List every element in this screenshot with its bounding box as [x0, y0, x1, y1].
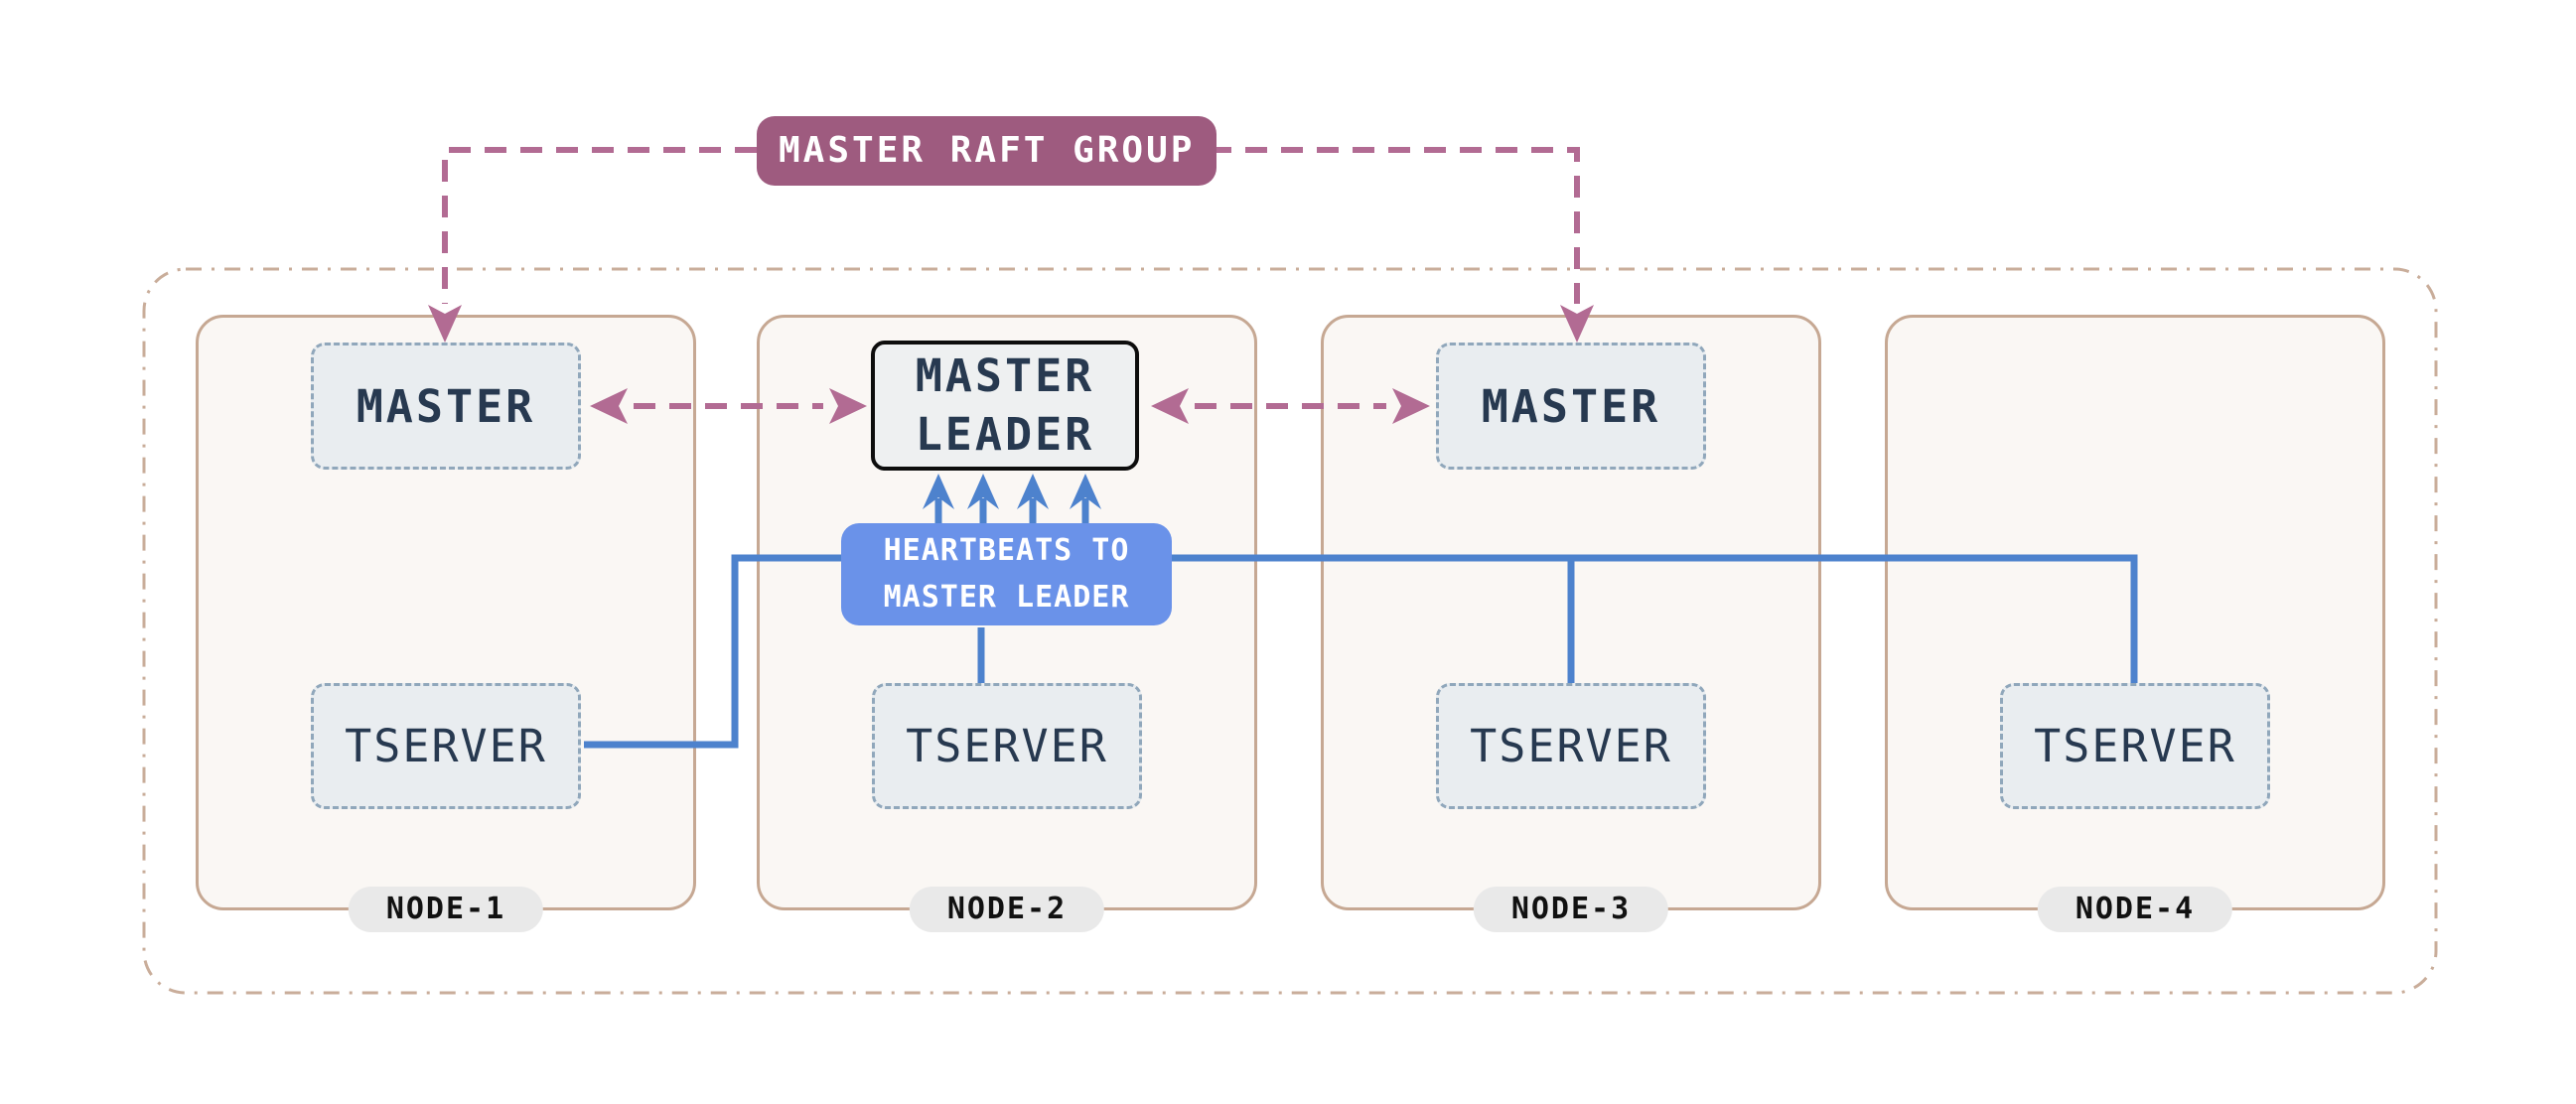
arrow-up-leader-3-icon [1017, 474, 1049, 509]
node2-tserver-label: TSERVER [906, 720, 1108, 772]
heartbeats-callout: HEARTBEATS TO MASTER LEADER [841, 523, 1172, 625]
node1-master-box: MASTER [311, 343, 581, 470]
heartbeats-label-line2: MASTER LEADER [883, 579, 1130, 615]
node-2-pill: NODE-2 [909, 887, 1105, 932]
arrow-right-into-master3-icon [1392, 388, 1430, 424]
arrow-up-leader-1-icon [923, 474, 954, 509]
arrow-up-leader-2-icon [967, 474, 999, 509]
node-2-name: NODE-2 [946, 892, 1068, 926]
master-leader-box: MASTER LEADER [871, 341, 1139, 471]
node1-master-label: MASTER [356, 379, 536, 433]
node1-tserver-label: TSERVER [345, 720, 547, 772]
node1-tserver-box: TSERVER [311, 683, 581, 809]
master-raft-group-label: MASTER RAFT GROUP [779, 130, 1196, 171]
node3-tserver-label: TSERVER [1470, 720, 1672, 772]
node3-master-label: MASTER [1481, 379, 1661, 433]
node4-tserver-box: TSERVER [2000, 683, 2270, 809]
raft-link-to-node1-line [442, 147, 757, 304]
arrow-down-node1-master-icon [428, 305, 462, 343]
node2-tserver-box: TSERVER [872, 683, 1142, 809]
arrow-down-node3-master-icon [1560, 305, 1594, 343]
master-leader-label-line2: LEADER [915, 407, 1095, 461]
node3-tserver-box: TSERVER [1436, 683, 1706, 809]
master-raft-group-banner: MASTER RAFT GROUP [757, 116, 1217, 186]
node-3-name: NODE-3 [1510, 892, 1632, 926]
node3-master-box: MASTER [1436, 343, 1706, 470]
node-4-pill: NODE-4 [2037, 887, 2233, 932]
node-1-name: NODE-1 [385, 892, 506, 926]
heartbeats-label-line1: HEARTBEATS TO [883, 533, 1130, 568]
arrow-up-leader-4-icon [1070, 474, 1101, 509]
raft-link-to-node3-line [1210, 147, 1580, 304]
arrow-left-into-master1-icon [590, 388, 628, 424]
node-4-name: NODE-4 [2075, 892, 2196, 926]
heartbeat-trunk-to-tserver4-line [1172, 554, 2138, 685]
tserver1-heartbeat-line [584, 554, 842, 749]
node4-tserver-label: TSERVER [2034, 720, 2236, 772]
master-leader-label-line1: MASTER [915, 349, 1095, 402]
node-1-pill: NODE-1 [348, 887, 544, 932]
arrow-right-into-leader-icon [829, 388, 867, 424]
node-3-pill: NODE-3 [1473, 887, 1669, 932]
arrow-left-into-leader-icon [1151, 388, 1189, 424]
